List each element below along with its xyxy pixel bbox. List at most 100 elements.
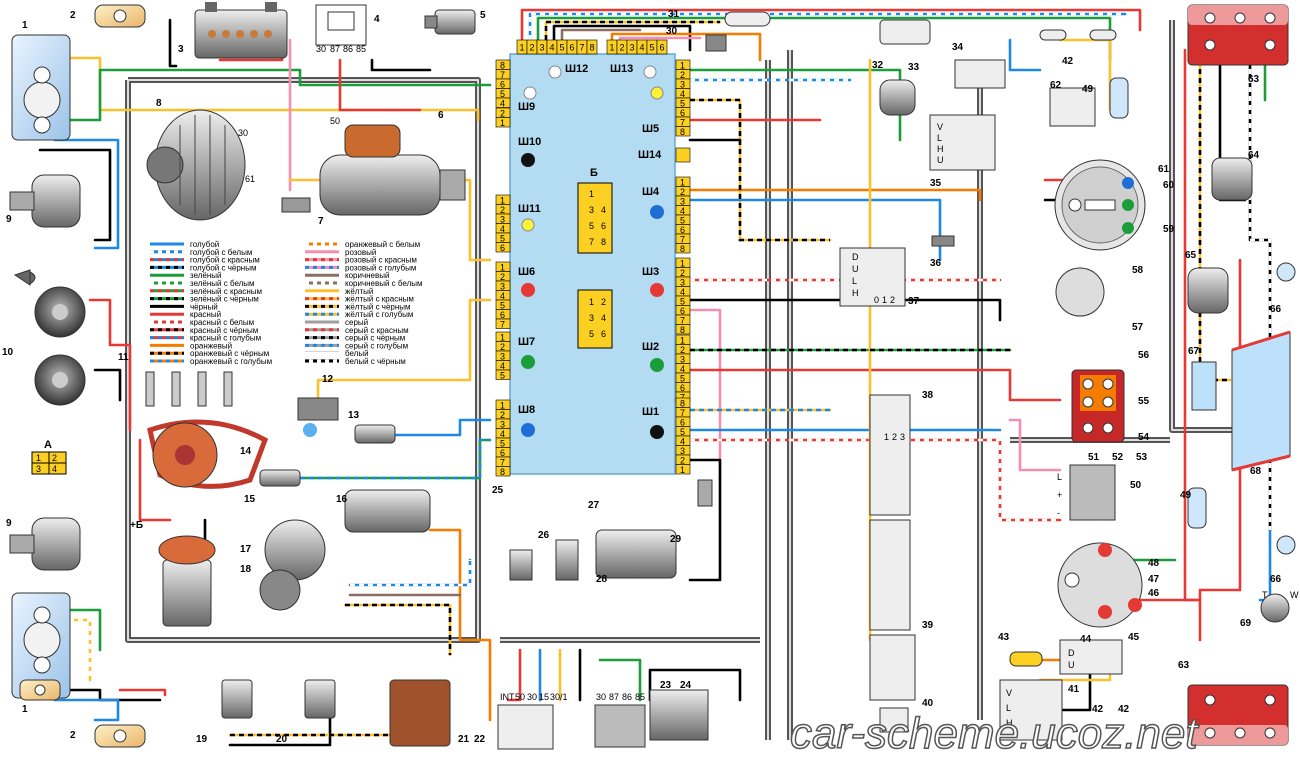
connector-label: Ш8 [518, 404, 535, 416]
pin-number: 2 [620, 43, 625, 53]
headlight-icon [11, 34, 71, 699]
connector-pin [495, 242, 511, 253]
speedometer-icon [1054, 159, 1146, 251]
switch-29-icon [697, 479, 713, 507]
connector-a-label: А [44, 439, 52, 451]
pin-number: 7 [500, 70, 505, 80]
lamp-42-icon [1089, 29, 1117, 41]
legend-label: чёрный [190, 302, 218, 311]
switch-45-icon [1059, 639, 1123, 675]
pin-number: 5 [680, 427, 685, 437]
switch37-pins: D U L H 0 1 2 [852, 252, 895, 305]
switch-pin: D [1068, 648, 1075, 658]
fuel-sender-icon [1260, 593, 1290, 623]
plate-lamp-icon [1276, 535, 1296, 555]
components [9, 2, 1296, 750]
component-number: 11 [118, 352, 129, 363]
pin-number: 6 [680, 418, 685, 428]
svg-text:1: 1 [589, 297, 594, 307]
alternator-icon [146, 109, 246, 221]
svg-text:5: 5 [589, 329, 594, 339]
pin-number: 2 [500, 272, 505, 282]
pin-number: 3 [680, 197, 685, 207]
connector-a-pin: 1 [36, 453, 41, 463]
component-number: 12 [322, 374, 334, 385]
side-lamp-icon [94, 4, 146, 748]
pin-number: 2 [680, 187, 685, 197]
pin-number: 2 [680, 268, 685, 278]
brake-fluid-icon [344, 489, 431, 533]
switch-39-icon [869, 519, 911, 631]
component-number: 3 [178, 44, 184, 55]
pin-number: 3 [500, 420, 505, 430]
pin-number: 5 [500, 234, 505, 244]
switch-38-icon [869, 394, 911, 516]
component-number: 68 [1250, 466, 1262, 477]
switch-pin: INT [500, 692, 515, 702]
switch35-pins: V L H U [937, 122, 944, 165]
component-number: 49 [1180, 490, 1192, 501]
lamp-49-icon [1187, 487, 1207, 529]
wiper-motor-icon [259, 519, 326, 611]
connector-label: Ш10 [518, 136, 541, 148]
connector-pin [675, 147, 691, 163]
component-number: 63 [1248, 74, 1260, 85]
relay-pin: 87 [330, 44, 340, 54]
pin-number: 7 [680, 393, 685, 403]
pin-number: 5 [500, 371, 505, 381]
pin-number: 7 [680, 235, 685, 245]
legend-label: жёлтый с красным [345, 295, 414, 304]
pin-number: 2 [680, 70, 685, 80]
pin-number: 4 [680, 89, 685, 99]
resistor-34-icon [954, 59, 1006, 89]
switch-pin: 15 [539, 692, 549, 702]
legend-label: розовый с красным [345, 256, 417, 265]
component-number: 30 [666, 26, 678, 37]
pin-number: 2 [500, 410, 505, 420]
battery-icon [194, 2, 288, 59]
pin-number: 8 [590, 43, 595, 53]
connector-pin [495, 97, 511, 108]
pin-number: 8 [680, 399, 685, 409]
pin-number: 1 [500, 196, 505, 206]
starter-icon [319, 124, 466, 216]
pin-number: 6 [680, 383, 685, 393]
switch-pin: 0 [874, 295, 879, 305]
pin-number: 1 [500, 401, 505, 411]
connector-pin [495, 318, 511, 329]
component-number: 26 [538, 530, 550, 541]
lamp-43-icon [1009, 651, 1043, 667]
switch-pin: L [852, 276, 857, 286]
alternator-terminal: 30 [238, 128, 248, 138]
hazard-relay-icon [869, 634, 916, 701]
component-number: 43 [998, 632, 1010, 643]
legend-label: жёлтый с голубым [345, 310, 413, 319]
pin-number: 6 [680, 108, 685, 118]
distributor-icon [147, 419, 269, 489]
switch-41-icon [999, 679, 1063, 741]
connector-pin [675, 243, 691, 254]
pin-number: 5 [650, 43, 655, 53]
component-number: 38 [922, 390, 934, 401]
component-number: 13 [348, 410, 360, 421]
connector-label: Ш12 [565, 63, 588, 75]
switch38-pins: 1 2 3 [884, 432, 905, 442]
pin-number: 5 [680, 297, 685, 307]
legend-label: красный [190, 310, 221, 319]
component-number: 62 [1050, 80, 1062, 91]
pin-number: 2 [500, 109, 505, 119]
hazard-switch-icon [649, 689, 709, 741]
connector-label: Ш13 [610, 63, 633, 75]
legend-label: зелёный с белым [190, 279, 255, 288]
component-number: 34 [952, 42, 964, 53]
legend-label: серый [345, 318, 368, 327]
connector-pin [495, 466, 511, 477]
switch-pin: L [937, 133, 942, 143]
door-switch-icon [509, 539, 579, 581]
legend-label: красный с белым [190, 318, 254, 327]
signal-horn-icon [34, 286, 86, 406]
switch-pin: U [1068, 660, 1075, 670]
relay-pin: 85 [635, 692, 645, 702]
pin-number: 2 [680, 345, 685, 355]
